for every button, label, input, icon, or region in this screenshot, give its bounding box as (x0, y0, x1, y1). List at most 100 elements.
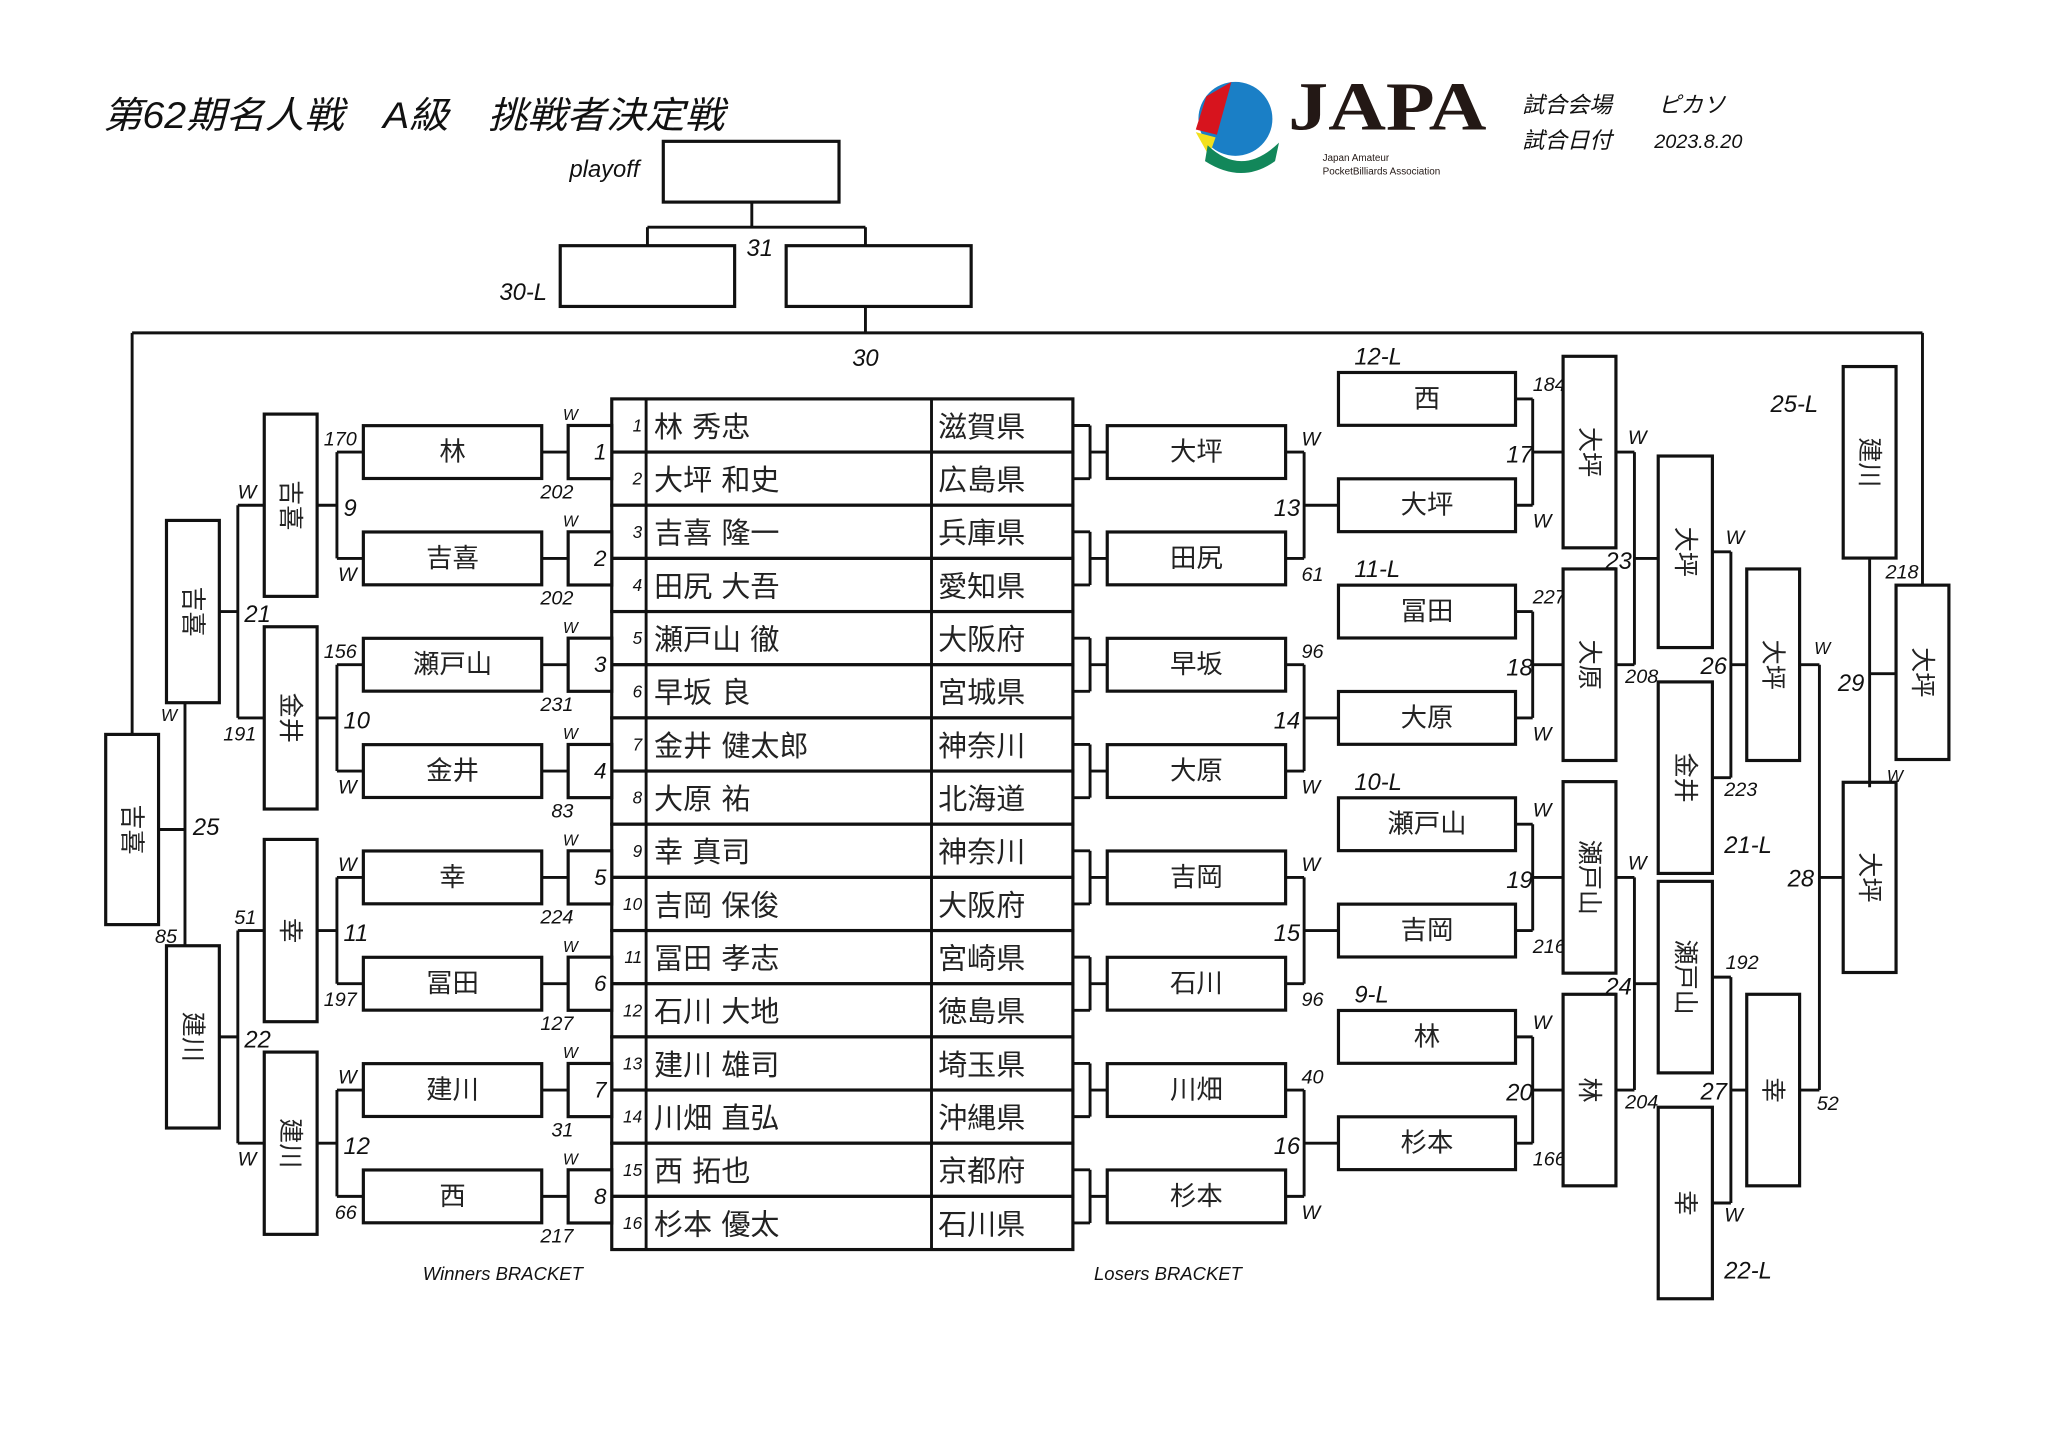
player-slot (1336, 1008, 1518, 1065)
player-slot (1561, 354, 1618, 550)
player-slot-name: 建川 (426, 1075, 479, 1106)
match-number: 8 (594, 1184, 607, 1209)
player-prefecture: 宮崎県 (938, 941, 1025, 975)
player-slot-name: 杉本 (1401, 1128, 1454, 1159)
seed-number: 15 (623, 1160, 643, 1180)
score: 66 (335, 1202, 358, 1224)
match-number: 1 (594, 440, 606, 465)
player-slot-name: 金井 (276, 693, 305, 743)
score: W (1301, 1202, 1322, 1224)
seed-number: 14 (623, 1107, 642, 1127)
drop-label: 10-L (1354, 769, 1402, 796)
player-name: 杉本 優太 (654, 1207, 779, 1241)
player-slot (1656, 680, 1714, 876)
score: 184 (1533, 374, 1566, 396)
score: W (238, 1149, 259, 1171)
player-slot-name: 冨田 (426, 968, 479, 999)
player-name: 吉岡 保俊 (654, 888, 779, 922)
match-number: 19 (1506, 867, 1532, 894)
match-number: 17 (1506, 442, 1533, 469)
player-slot-name: 林 (1414, 1021, 1440, 1052)
drop-label: 9-L (1354, 982, 1388, 1009)
match-number: 5 (594, 865, 607, 890)
player-row (610, 769, 1075, 826)
date-value: 2023.8.20 (1653, 131, 1742, 153)
player-slot-name: 大原 (1575, 640, 1604, 690)
player-slot (361, 636, 544, 693)
player-slot (1656, 879, 1714, 1075)
logo-line-1: Japan Amateur (1323, 153, 1390, 164)
match-number: 16 (1274, 1133, 1301, 1160)
match-number: 10 (344, 707, 371, 734)
drop-label: 12-L (1354, 344, 1402, 371)
match-number: 20 (1505, 1080, 1533, 1107)
player-prefecture: 埼玉県 (938, 1048, 1025, 1082)
winners-bracket-label: Winners BRACKET (423, 1263, 585, 1284)
score: 191 (223, 723, 256, 745)
score: 31 (551, 1119, 573, 1141)
player-row (610, 822, 1075, 879)
match-box (566, 530, 614, 587)
player-slot (1105, 636, 1288, 693)
logo-wordmark: JAPA (1288, 68, 1487, 144)
page-title: 第62期名人戦 A級 挑戦者決定戦 (103, 95, 729, 136)
score: W (1814, 638, 1832, 658)
drop-label: 30-L (499, 279, 547, 306)
player-prefecture: 神奈川 (938, 729, 1025, 763)
score: W (338, 1066, 359, 1088)
player-slot-name: 幸 (439, 862, 465, 893)
match-number: 13 (1274, 495, 1301, 522)
seed-number: 5 (633, 628, 643, 648)
match-number: 9 (344, 495, 357, 522)
player-slot (262, 625, 319, 811)
score: W (1724, 1204, 1745, 1226)
match-number: 4 (594, 759, 606, 784)
win-mark: W (563, 939, 580, 956)
win-mark: W (563, 514, 580, 531)
player-slot (1336, 902, 1518, 959)
seed-number: 2 (632, 469, 643, 489)
match-number: 27 (1699, 1078, 1727, 1105)
player-slot-name: 冨田 (1401, 596, 1454, 627)
player-row (610, 1141, 1075, 1198)
venue-label: 試合会場 (1522, 92, 1614, 117)
win-mark: W (563, 1152, 580, 1169)
seed-number: 4 (633, 575, 643, 595)
score: W (1533, 511, 1554, 533)
drop-label: 11-L (1354, 556, 1400, 583)
score: 51 (234, 907, 256, 929)
player-slot-name: 吉岡 (1401, 915, 1454, 946)
player-row (610, 1194, 1075, 1252)
score: 192 (1726, 952, 1759, 974)
player-slot (1105, 955, 1288, 1012)
drop-label: 22-L (1723, 1257, 1772, 1284)
score: W (1533, 1012, 1554, 1034)
player-slot-name: 大坪 (1908, 647, 1937, 697)
score: 197 (324, 989, 358, 1011)
match-31-right-slot (784, 244, 973, 309)
player-prefecture: 京都府 (938, 1154, 1025, 1188)
player-slot-name: 西 (1414, 383, 1440, 414)
player-prefecture: 愛知県 (938, 569, 1025, 603)
score: 40 (1301, 1066, 1323, 1088)
win-mark: W (563, 620, 580, 637)
playoff-slot (661, 139, 841, 204)
player-slot-name: 吉岡 (1170, 862, 1223, 893)
seed-number: 13 (623, 1053, 643, 1073)
player-slot-name: 大坪 (1401, 490, 1454, 521)
player-slot (361, 1168, 544, 1225)
player-row (610, 875, 1075, 933)
player-slot-name: 建川 (178, 1012, 207, 1062)
match-number: 24 (1604, 973, 1631, 1000)
player-slot (1841, 364, 1898, 560)
player-slot-name: 大原 (1401, 702, 1454, 733)
score: W (1301, 777, 1322, 799)
player-slot (1336, 370, 1518, 427)
player-prefecture: 滋賀県 (938, 410, 1025, 444)
player-name: 林 秀忠 (654, 410, 750, 444)
player-name: 吉喜 隆一 (654, 516, 779, 550)
score: 204 (1624, 1092, 1658, 1114)
score: 224 (539, 907, 573, 929)
player-slot-name: 川畑 (1170, 1075, 1223, 1106)
player-name: 金井 健太郎 (654, 729, 808, 763)
